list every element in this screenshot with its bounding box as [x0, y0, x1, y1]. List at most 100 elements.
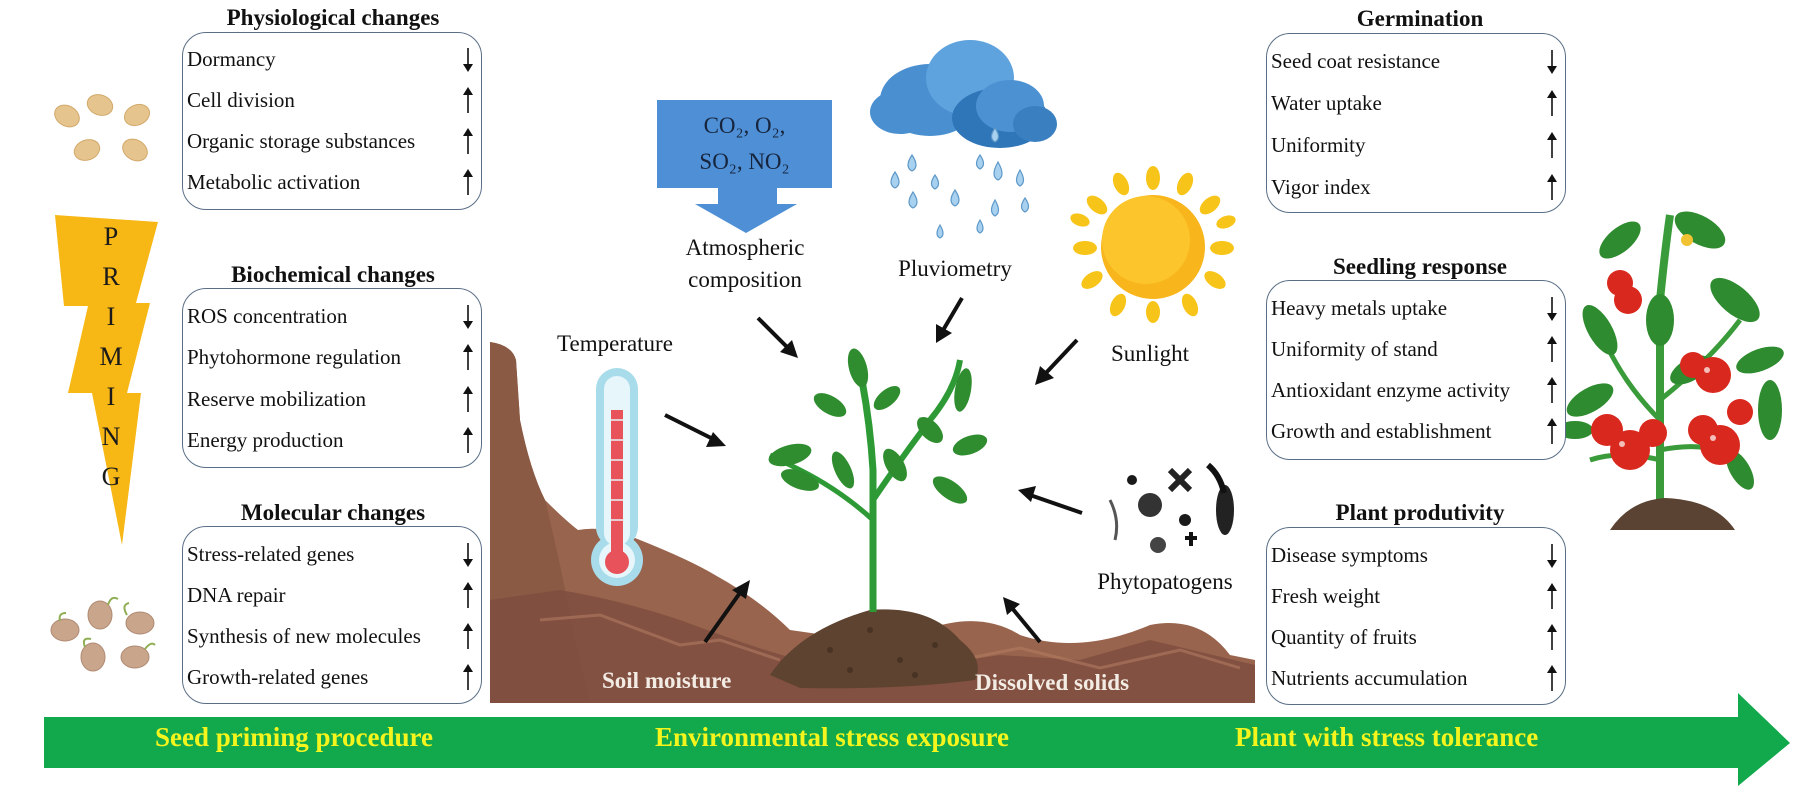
arrow-up-icon — [463, 128, 473, 154]
lightning-bolt-icon — [55, 215, 158, 545]
gas-list-line1: CO₂, O₂, — [703, 113, 786, 138]
arrow-up-icon — [463, 623, 473, 649]
arrow-up-icon — [1547, 336, 1557, 362]
plant-productivity-box: Disease symptoms Fresh weight Quantity o… — [1266, 527, 1566, 705]
arrow-dissolved-solids-icon — [1003, 597, 1020, 615]
dissolved-solids-label: Dissolved solids — [975, 670, 1130, 695]
arrow-pluviometry-icon — [936, 324, 952, 343]
soil-mound — [770, 609, 978, 689]
physiological-changes-box: Dormancy Cell division Organic storage s… — [182, 32, 482, 210]
temperature-label: Temperature — [557, 331, 673, 356]
priming-letter: N — [101, 422, 121, 451]
seedling-icon — [768, 348, 988, 612]
arrow-up-icon — [1547, 174, 1557, 200]
list-item: Vigor index — [1271, 168, 1559, 206]
arrow-up-icon — [1547, 377, 1557, 403]
arrow-down-icon — [463, 543, 473, 567]
arrow-up-icon — [463, 427, 473, 453]
list-item: DNA repair — [187, 576, 475, 614]
timeline-arrow — [44, 693, 1790, 786]
arrow-up-icon — [463, 386, 473, 412]
physiological-changes-title: Physiological changes — [226, 5, 440, 30]
tomato-plant-icon — [1557, 211, 1784, 530]
biochemical-changes-box: ROS concentration Phytohormone regulatio… — [182, 288, 482, 468]
arrow-up-icon — [1547, 624, 1557, 650]
biochemical-changes-title: Biochemical changes — [231, 262, 435, 287]
timeline-stage-stress-exposure: Environmental stress exposure — [655, 722, 1010, 752]
list-item: Quantity of fruits — [1271, 618, 1559, 656]
priming-letter: P — [103, 222, 119, 251]
list-item: ROS concentration — [187, 297, 475, 335]
molecular-changes-box: Stress-related genes DNA repair Synthesi… — [182, 526, 482, 704]
list-item: Uniformity — [1271, 126, 1559, 164]
arrow-down-icon — [463, 48, 473, 72]
soil-moisture-label: Soil moisture — [602, 668, 732, 693]
arrow-soil-moisture-icon — [732, 580, 750, 599]
gas-composition-arrow — [657, 100, 832, 233]
arrow-up-icon — [463, 664, 473, 690]
germinating-seeds-icon — [50, 596, 156, 672]
arrow-down-icon — [1547, 50, 1557, 74]
list-item: Disease symptoms — [1271, 536, 1559, 574]
sun-icon — [1070, 166, 1236, 323]
list-item: Uniformity of stand — [1271, 330, 1559, 368]
arrow-up-icon — [1547, 418, 1557, 444]
phytopatogens-label: Phytopatogens — [1097, 569, 1233, 594]
thermometer-icon — [591, 368, 643, 586]
atmospheric-label-line2: composition — [688, 267, 802, 292]
list-item: Growth and establishment — [1271, 412, 1559, 450]
arrow-up-icon — [1547, 665, 1557, 691]
priming-letter: M — [99, 342, 123, 371]
plant-productivity-title: Plant produtivity — [1335, 500, 1505, 525]
arrow-up-icon — [463, 169, 473, 195]
priming-letter: I — [106, 302, 116, 331]
list-item: Metabolic activation — [187, 163, 475, 201]
list-item: Organic storage substances — [187, 122, 475, 160]
list-item: Energy production — [187, 421, 475, 459]
arrow-up-icon — [1547, 132, 1557, 158]
priming-letter: G — [101, 462, 121, 491]
rain-cloud-icon — [870, 40, 1057, 239]
arrow-down-icon — [1547, 297, 1557, 321]
sunlight-label: Sunlight — [1111, 341, 1189, 366]
arrow-up-icon — [1547, 90, 1557, 116]
dry-seeds-icon — [54, 94, 151, 162]
arrow-up-icon — [463, 582, 473, 608]
germination-title: Germination — [1356, 6, 1484, 31]
list-item: Synthesis of new molecules — [187, 617, 475, 655]
gas-list-line2: SO₂, NO₂ — [699, 149, 790, 174]
list-item: Heavy metals uptake — [1271, 289, 1559, 327]
list-item: Growth-related genes — [187, 658, 475, 696]
arrow-sunlight-icon — [1035, 366, 1054, 385]
arrow-atmospheric-icon — [780, 340, 798, 358]
seedling-response-title: Seedling response — [1332, 254, 1508, 279]
arrow-temperature-icon — [706, 432, 726, 447]
list-item: Seed coat resistance — [1271, 42, 1559, 80]
arrow-down-icon — [1547, 544, 1557, 568]
stress-arrows — [664, 296, 1083, 644]
list-item: Antioxidant enzyme activity — [1271, 371, 1559, 409]
list-item: Water uptake — [1271, 84, 1559, 122]
list-item: Phytohormone regulation — [187, 338, 475, 376]
arrow-up-icon — [463, 87, 473, 113]
atmospheric-label-line1: Atmospheric — [685, 235, 805, 260]
list-item: Stress-related genes — [187, 535, 475, 573]
germination-box: Seed coat resistance Water uptake Unifor… — [1266, 33, 1566, 213]
timeline-stage-seed-priming: Seed priming procedure — [155, 722, 434, 752]
molecular-changes-title: Molecular changes — [240, 500, 426, 525]
arrow-up-icon — [463, 344, 473, 370]
arrow-pathogens-icon — [1018, 486, 1036, 502]
list-item: Fresh weight — [1271, 577, 1559, 615]
list-item: Nutrients accumulation — [1271, 659, 1559, 697]
list-item: Dormancy — [187, 40, 475, 78]
list-item: Cell division — [187, 81, 475, 119]
arrow-up-icon — [1547, 583, 1557, 609]
pathogens-icon — [1108, 462, 1234, 553]
arrow-down-icon — [463, 305, 473, 329]
priming-letter: R — [102, 262, 120, 291]
ground-landscape — [490, 342, 1255, 703]
seedling-response-box: Heavy metals uptake Uniformity of stand … — [1266, 280, 1566, 460]
list-item: Reserve mobilization — [187, 380, 475, 418]
priming-bolt — [0, 0, 200, 560]
